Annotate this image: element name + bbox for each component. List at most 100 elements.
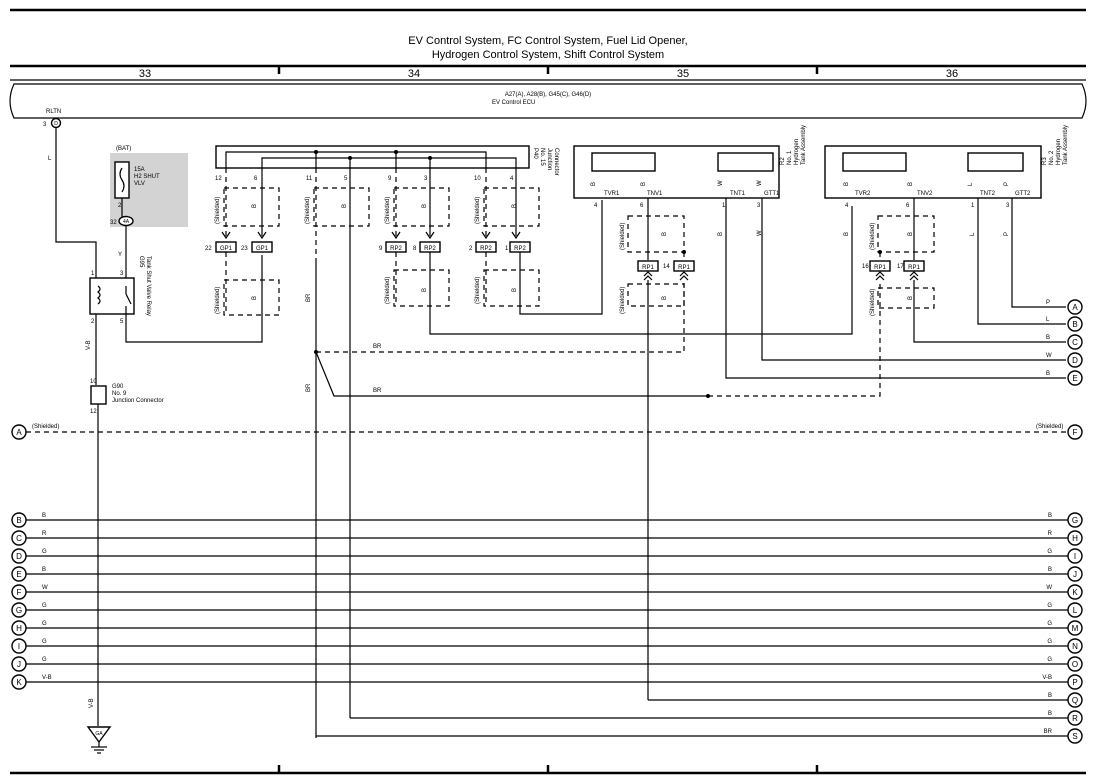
junction-connector-9: 10 12 G90 No. 9 Junction Connector	[90, 379, 164, 415]
wire-relay-out	[125, 255, 263, 343]
wire-color: P	[1046, 300, 1050, 306]
shielded-bus-label-left: (Shielded)	[32, 424, 59, 430]
offpage-left-D[interactable]	[11, 548, 27, 564]
offpage-right-P[interactable]	[1067, 674, 1083, 690]
wire-rltn	[55, 128, 97, 278]
conn-pin: 14	[663, 264, 670, 270]
tank1-name-3: Tank Assembly	[801, 125, 807, 165]
conn-code: GP1	[220, 246, 233, 252]
jc15-pin-3: 3	[424, 176, 428, 182]
relay-pin-3: 3	[120, 271, 124, 277]
tank1-pin-num: 4	[594, 203, 598, 209]
fuse-pin: 2	[118, 203, 122, 209]
offpage-A[interactable]	[1067, 299, 1083, 315]
offpage-D[interactable]	[1067, 352, 1083, 368]
conn-pin: 23	[241, 246, 248, 252]
bus-wire-color-left: B	[42, 513, 46, 519]
offpage-id: B	[16, 516, 21, 525]
offpage-E[interactable]	[1067, 370, 1083, 386]
wire-br-shield-1	[316, 281, 685, 353]
offpage-right-M[interactable]	[1067, 620, 1083, 636]
connector-rp2-2: 2 RP2	[469, 241, 497, 253]
shielded-label: (Shielded)	[870, 289, 876, 316]
offpage-right-O[interactable]	[1067, 656, 1083, 672]
fuse-h2-shut-vlv: (BAT) 15A H2 SHUT VLV 2 32 4A	[110, 146, 188, 227]
offpage-left-K[interactable]	[11, 674, 27, 690]
tank2-pin-num: 3	[1006, 203, 1010, 209]
bus-wire-color-right: W	[1046, 585, 1052, 591]
wire-gtt1-d	[761, 198, 1066, 361]
rltn-pin: 3	[43, 122, 47, 128]
offpage-right-J[interactable]	[1067, 566, 1083, 582]
wire-color: B	[908, 232, 914, 236]
offpage-left-F[interactable]	[11, 584, 27, 600]
offpage-right-Q[interactable]	[1067, 692, 1083, 708]
splice	[878, 250, 882, 254]
offpage-left-I[interactable]	[11, 638, 27, 654]
offpage-right-N[interactable]	[1067, 638, 1083, 654]
conn-code: RP2	[480, 246, 492, 252]
offpage-right-G[interactable]	[1067, 512, 1083, 528]
jc9-pin-top: 10	[90, 379, 97, 385]
connector-rp2-9: 9 RP2	[379, 241, 407, 253]
offpage-C[interactable]	[1067, 334, 1083, 350]
offpage-id: H	[1072, 534, 1078, 543]
tank2-pin-num: 6	[906, 203, 910, 209]
offpage-right-F[interactable]	[1067, 424, 1083, 440]
offpage-left-E[interactable]	[11, 566, 27, 582]
shielded-bus: (Shielded) (Shielded) A F	[11, 424, 1083, 440]
offpage-id: Q	[1072, 696, 1078, 705]
offpage-id: L	[1073, 606, 1078, 615]
wire-color: B	[1046, 371, 1050, 377]
offpage-left-H[interactable]	[11, 620, 27, 636]
connector-arrows	[221, 231, 521, 240]
offpage-id: A	[16, 428, 22, 437]
offpage-right-L[interactable]	[1067, 602, 1083, 618]
offpage-left-B[interactable]	[11, 512, 27, 528]
ground-label: GA	[95, 731, 103, 737]
tank2-wire-gtt2: P	[1004, 182, 1010, 186]
ecu-name: EV Control ECU	[492, 100, 535, 106]
connector-rp1-17: 17 RP1	[897, 260, 925, 281]
tank2-code: R3	[1042, 157, 1048, 165]
offpage-id: M	[1072, 624, 1079, 633]
wire-br-2	[315, 351, 708, 397]
bus-wire-color-left: R	[42, 531, 47, 537]
bus-wire-color-right: G	[1047, 549, 1052, 555]
offpage-left-C[interactable]	[11, 530, 27, 546]
bus-wire-color-left: V-B	[42, 675, 52, 681]
offpage-id: J	[17, 660, 21, 669]
offpage-left-G[interactable]	[11, 602, 27, 618]
offpage-right-S[interactable]	[1067, 728, 1083, 744]
bus-wire-color-left: G	[42, 549, 47, 555]
offpage-id: F	[1073, 428, 1078, 437]
splice	[682, 250, 686, 254]
splice	[706, 394, 710, 398]
hydrogen-tank-1: B B W W TVR1 TNV1 TNT1 GTT1 4 6 1 3 R2 N…	[573, 125, 807, 209]
tank1-pin-name: TNT1	[730, 191, 746, 197]
bus-wire-color-right: G	[1047, 639, 1052, 645]
offpage-right-R[interactable]	[1067, 710, 1083, 726]
offpage-id: S	[1072, 732, 1077, 741]
offpage-right-K[interactable]	[1067, 584, 1083, 600]
jc15-pin-11: 11	[306, 176, 313, 182]
title-line-2: Hydrogen Control System, Shift Control S…	[432, 49, 664, 61]
offpage-right-I[interactable]	[1067, 548, 1083, 564]
offpage-B[interactable]	[1067, 316, 1083, 332]
offpage-id: I	[18, 642, 20, 651]
relay-pin-2: 2	[91, 319, 95, 325]
wire-color: B	[252, 204, 258, 208]
tank1-pin-name: GTT1	[764, 191, 780, 197]
wire-color: B	[422, 204, 428, 208]
column-header: 33 34 35 36	[10, 64, 1086, 81]
conn-pin: 16	[862, 264, 869, 270]
connector-rp2-1: 1 RP2	[505, 241, 531, 253]
offpage-right-H[interactable]	[1067, 530, 1083, 546]
shielded-groups-upper: (Shielded) (Shielded) (Shielded) (Shield…	[215, 187, 540, 227]
offpage-id: F	[17, 588, 22, 597]
offpage-left-J[interactable]	[11, 656, 27, 672]
offpage-left-A[interactable]	[11, 424, 27, 440]
bus-wire-color-left: G	[42, 603, 47, 609]
fuse-conn	[118, 215, 134, 227]
offpage-id: E	[16, 570, 21, 579]
